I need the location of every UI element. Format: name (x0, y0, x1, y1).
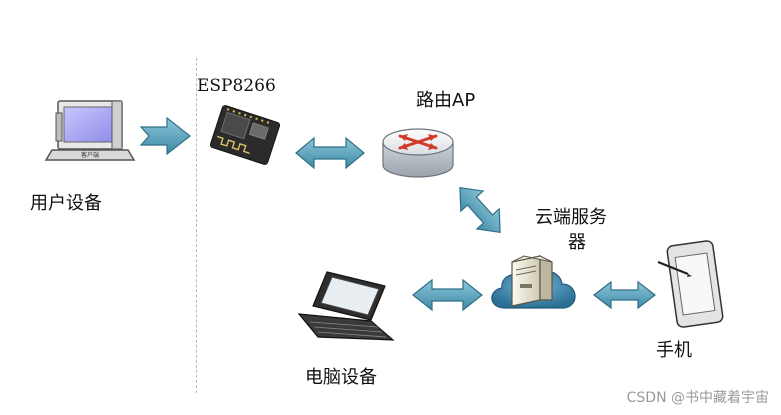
esp8266-label: ESP8266 (197, 76, 276, 96)
arrow-router-cloud (459, 187, 501, 233)
cloud-server-label-line1: 云端服务 (535, 207, 607, 228)
cloud-server-label-line2: 器 (568, 232, 586, 253)
router-label: 路由AP (416, 90, 476, 111)
phone-icon (657, 240, 724, 328)
arrow-pc-cloud (412, 278, 483, 312)
cloud-server-icon (491, 255, 576, 309)
user-device-label: 用户设备 (30, 193, 102, 214)
esp8266-module-icon (209, 105, 281, 165)
phone-label: 手机 (656, 340, 692, 361)
arrow-esp-router (295, 136, 365, 170)
arrow-cloud-phone (593, 280, 656, 310)
csdn-watermark: CSDN @书中藏着宇宙 (626, 390, 769, 406)
router-icon (382, 128, 454, 178)
laptop-icon (297, 271, 395, 341)
user-device-computer-icon (44, 100, 136, 161)
dashed-divider (196, 58, 197, 393)
client-screen-label: 客户端 (81, 151, 99, 159)
pc-device-label: 电脑设备 (305, 367, 377, 388)
arrow-user-to-esp (139, 116, 191, 156)
